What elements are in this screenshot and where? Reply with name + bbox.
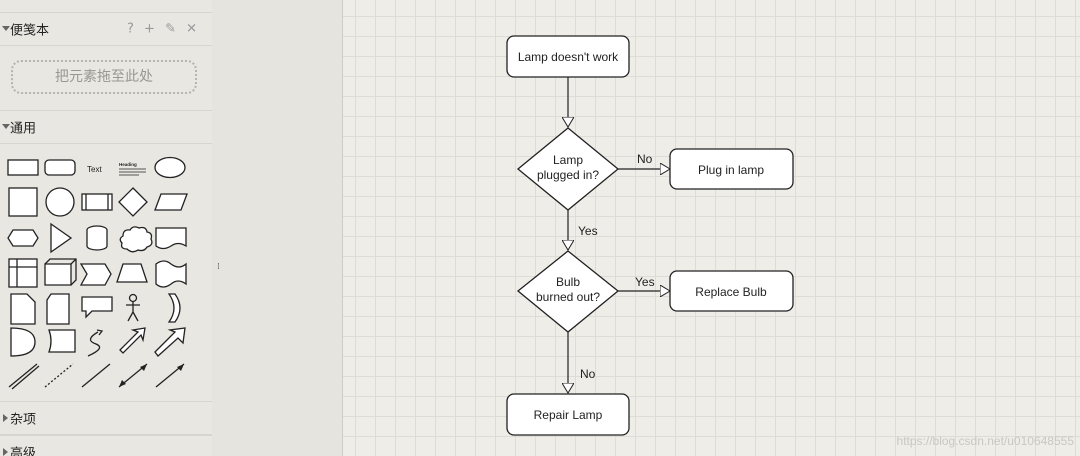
card-shape[interactable]: [46, 293, 70, 325]
rounded-rectangle-shape[interactable]: [44, 159, 76, 176]
double-line-shape[interactable]: [8, 363, 40, 390]
scratchpad-tools[interactable]: ? + ✎ ✕: [127, 21, 200, 37]
edge-label-d2-no: No: [580, 367, 596, 381]
cube-shape[interactable]: [44, 263, 72, 286]
general-shapes-palette: Text Heading: [7, 156, 188, 390]
general-section-title: 通用: [10, 121, 37, 137]
tape-shape[interactable]: [155, 260, 187, 288]
node-label-decision2-line1: Bulb: [556, 275, 580, 289]
curved-arrow-head-icon: [96, 329, 104, 336]
ellipse-shape[interactable]: [154, 156, 186, 179]
scratchpad-title: 便笺本: [10, 23, 50, 39]
document-shape[interactable]: [155, 227, 187, 250]
callout-shape[interactable]: [81, 296, 113, 319]
bidirectional-arrow-shape[interactable]: [119, 327, 146, 354]
advanced-section-header[interactable]: 高级: [0, 435, 212, 456]
collapsed-arrow-icon: [3, 414, 8, 422]
node-lamp-doesnt-work[interactable]: [506, 35, 630, 78]
process-shape[interactable]: [81, 193, 113, 211]
sidebar-gutter: [212, 0, 342, 456]
edge-label-d1-yes: Yes: [578, 224, 598, 238]
process-bar-icon: [85, 194, 109, 210]
general-section-header[interactable]: 通用: [0, 110, 212, 144]
cylinder-shape[interactable]: [86, 225, 108, 251]
cloud-shape[interactable]: [119, 226, 153, 253]
node-label-decision1-line1: Lamp: [553, 153, 583, 167]
collapsed-arrow-icon: [3, 448, 8, 456]
diagram-canvas[interactable]: Lamp doesn't work Lamp plugged in? Plug …: [343, 0, 1080, 456]
note-shape[interactable]: [10, 293, 36, 325]
canvas-border: [342, 0, 343, 456]
watermark: https://blog.csdn.net/u010648555: [896, 434, 1074, 448]
node-repair-lamp[interactable]: [506, 393, 630, 436]
stored-data-shape[interactable]: [48, 329, 76, 353]
edge-label-d1-no: No: [637, 152, 653, 166]
node-label-repair: Repair Lamp: [534, 408, 603, 422]
hexagon-shape[interactable]: [7, 229, 39, 247]
node-bulb-burned-out[interactable]: [516, 250, 620, 333]
node-label-start: Lamp doesn't work: [518, 50, 619, 64]
line-shape[interactable]: [81, 363, 111, 388]
rectangle-shape[interactable]: [7, 159, 39, 176]
node-lamp-plugged-in[interactable]: [516, 127, 620, 211]
scratchpad-drop-zone[interactable]: 把元素拖至此处: [11, 60, 197, 94]
shape-sidebar: 便笺本 ? + ✎ ✕ 把元素拖至此处 通用: [0, 0, 213, 456]
trapezoid-shape[interactable]: [116, 263, 148, 283]
text-shape-label: Text: [87, 165, 102, 174]
diamond-shape[interactable]: [118, 187, 148, 217]
circle-shape[interactable]: [45, 187, 75, 217]
curved-arrow-shape[interactable]: [87, 331, 101, 357]
sidebar-resize-handle[interactable]: ⁞: [217, 262, 220, 272]
step-shape[interactable]: [79, 263, 112, 286]
advanced-section-title: 高级: [10, 446, 37, 456]
dashed-line-shape[interactable]: [44, 363, 74, 388]
arrowhead-icon: [119, 380, 126, 387]
edge-label-d2-yes: Yes: [635, 275, 655, 289]
node-label-plug: Plug in lamp: [698, 163, 764, 177]
triangle-shape[interactable]: [50, 222, 73, 254]
heading-shape-label: Heading: [119, 162, 137, 167]
delay-shape[interactable]: [10, 327, 36, 357]
node-label-replace: Replace Bulb: [695, 285, 767, 299]
misc-section-title: 杂项: [10, 412, 37, 428]
misc-section-header[interactable]: 杂项: [0, 401, 212, 435]
container-shape[interactable]: [8, 258, 38, 288]
or-shape[interactable]: [167, 293, 181, 323]
arrow-shape[interactable]: [154, 327, 186, 357]
arrowhead-icon: [177, 364, 184, 371]
node-label-decision1-line2: plugged in?: [537, 168, 599, 182]
textbox-lines-icon: [119, 168, 146, 176]
flowchart: Lamp doesn't work Lamp plugged in? Plug …: [506, 35, 794, 436]
node-plug-in-lamp[interactable]: [669, 148, 794, 190]
cube-edge-icon: [44, 258, 77, 286]
node-label-decision2-line2: burned out?: [536, 290, 600, 304]
actor-shape[interactable]: [126, 293, 140, 322]
scratchpad-header[interactable]: 便笺本 ? + ✎ ✕: [0, 12, 212, 46]
expand-arrow-icon: [2, 124, 10, 129]
node-replace-bulb[interactable]: [669, 270, 794, 312]
square-shape[interactable]: [8, 187, 38, 217]
expand-arrow-icon: [2, 26, 10, 31]
arrowhead-icon: [140, 364, 147, 371]
parallelogram-shape[interactable]: [154, 193, 188, 211]
container-divider-icon: [9, 259, 37, 287]
